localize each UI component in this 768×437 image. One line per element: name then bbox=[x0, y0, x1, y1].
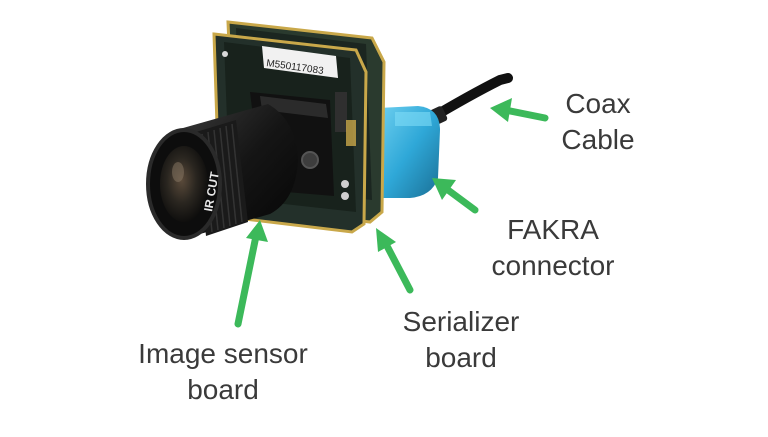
image-sensor-label-line-2: board bbox=[187, 374, 259, 405]
serializer-board-label: Serializer board bbox=[386, 304, 536, 376]
coax-label-line-2: Cable bbox=[561, 124, 635, 155]
holder-screw bbox=[301, 151, 319, 169]
lens-glass bbox=[160, 146, 208, 222]
fakra-arrow bbox=[444, 186, 479, 214]
coax-cable-label: Coax Cable bbox=[548, 86, 648, 158]
lens-marking-text: IR CUT bbox=[201, 170, 222, 212]
fakra-connector bbox=[378, 106, 440, 198]
coax-arrow bbox=[501, 106, 549, 122]
image-sensor-label-line-1: Image sensor bbox=[138, 338, 308, 369]
serializer-arrow bbox=[382, 240, 414, 294]
image-sensor-board-label: Image sensor board bbox=[118, 336, 328, 408]
serializer-label-line-1: Serializer bbox=[402, 306, 520, 337]
serializer-label-line-2: board bbox=[425, 342, 497, 373]
image-sensor-arrow bbox=[234, 232, 260, 328]
annotation-arrows bbox=[234, 98, 549, 328]
coax-label-line-1: Coax bbox=[565, 88, 631, 119]
fakra-label-line-1: FAKRA bbox=[507, 214, 599, 245]
marking-strip bbox=[262, 46, 338, 78]
fakra-connector-label: FAKRA connector bbox=[478, 212, 628, 284]
fakra-label-line-2: connector bbox=[491, 250, 615, 281]
